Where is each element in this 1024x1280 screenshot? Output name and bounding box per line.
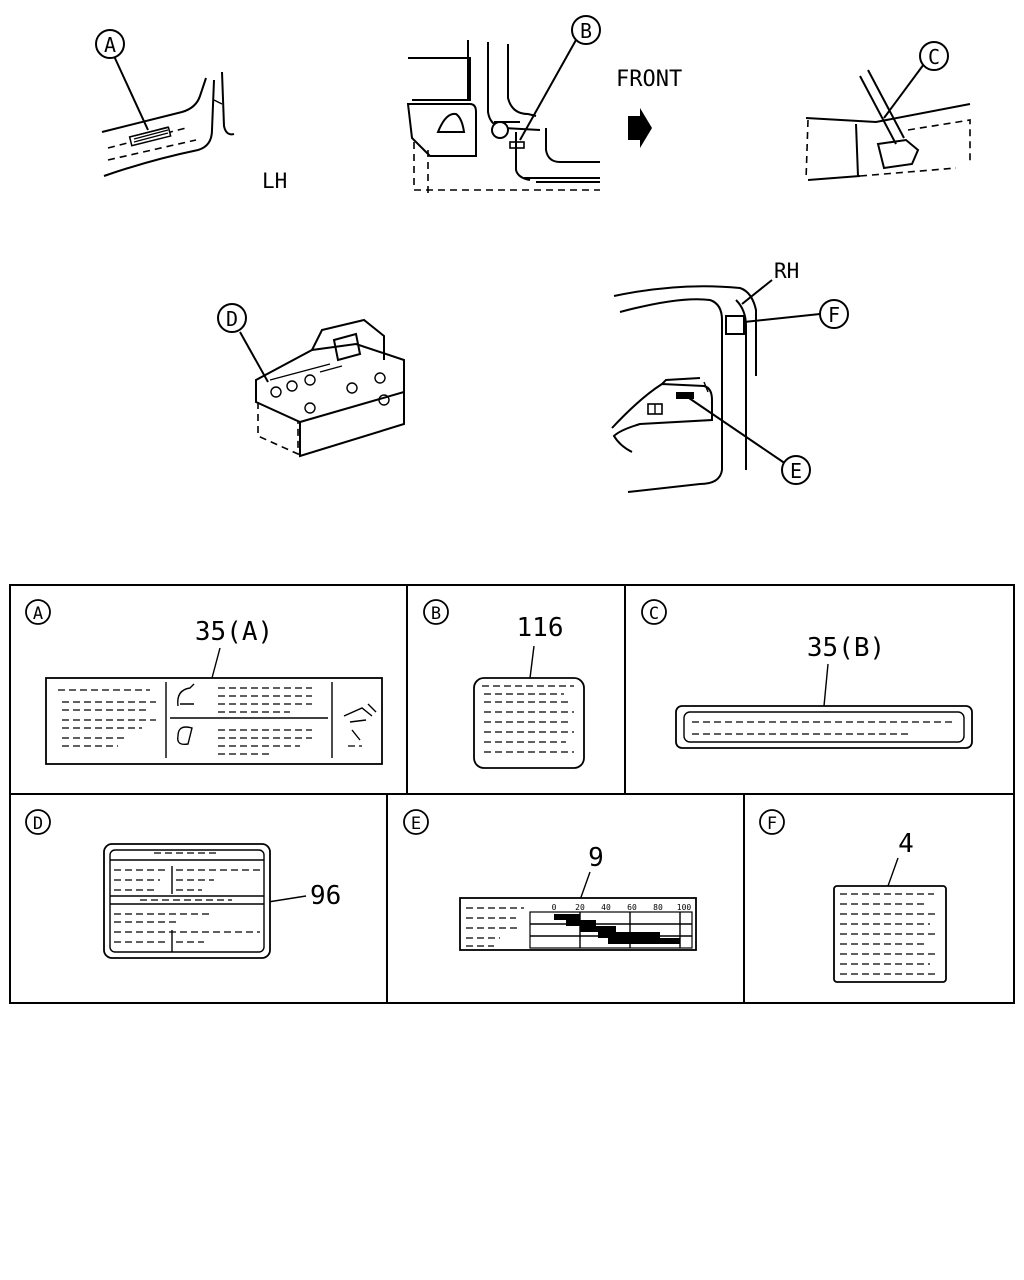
scale-60: 60	[627, 903, 637, 912]
callout-e-circle	[781, 455, 811, 485]
scale-80: 80	[653, 903, 663, 912]
callout-f-circle	[819, 299, 849, 329]
rh-label: RH	[774, 259, 799, 283]
cell-f-key: F	[767, 814, 777, 834]
cell-d: D 96	[25, 809, 341, 959]
callout-a-circle	[95, 29, 125, 59]
callout-d-circle	[217, 303, 247, 333]
lh-label: LH	[262, 169, 287, 193]
cell-c-part-number: 35(B)	[807, 633, 885, 663]
callout-d: D	[226, 307, 238, 331]
front-label: FRONT	[616, 67, 682, 92]
callout-b: B	[580, 19, 592, 43]
cell-a-key: A	[33, 604, 43, 624]
cell-c: C 35(B)	[641, 599, 973, 749]
label-96	[103, 843, 271, 959]
label-9: 0 20 40 60 80 100	[459, 897, 697, 951]
scale-20: 20	[575, 903, 585, 912]
cell-d-key: D	[33, 814, 43, 834]
scale-0: 0	[552, 903, 557, 912]
cell-e-part-number: 9	[588, 843, 604, 873]
lh-door-view	[101, 55, 235, 177]
cell-b-part-number: 116	[517, 613, 564, 643]
front-arrow-icon	[628, 108, 652, 148]
callout-c: C	[928, 45, 940, 69]
scale-40: 40	[601, 903, 611, 912]
cell-e-key: E	[411, 814, 421, 834]
cell-a-part-number: 35(A)	[195, 617, 273, 647]
side-frame-view	[805, 63, 971, 181]
cell-c-key: C	[649, 604, 659, 624]
label-4	[833, 885, 947, 983]
scale-100: 100	[677, 903, 692, 912]
front-frame-view	[406, 39, 600, 194]
cell-f-part-number: 4	[898, 829, 914, 859]
cell-b-key: B	[431, 604, 441, 624]
label-table	[9, 584, 1015, 1004]
cell-d-part-number: 96	[310, 881, 341, 911]
label-116	[473, 677, 585, 769]
callout-f: F	[828, 303, 840, 327]
relay-box-view	[239, 318, 405, 458]
cell-a: A 35(A)	[25, 599, 383, 765]
cell-b: B 116	[423, 599, 585, 769]
label-35a	[45, 677, 383, 765]
cell-f: F 4	[759, 809, 947, 983]
callout-a: A	[104, 33, 116, 57]
callout-c-circle	[919, 41, 949, 71]
cell-e: E 9 0 20 40 60 80 100	[403, 809, 697, 951]
label-35b	[675, 705, 973, 749]
callout-e: E	[790, 459, 802, 483]
rh-door-view	[611, 279, 821, 493]
callout-b-circle	[571, 15, 601, 45]
